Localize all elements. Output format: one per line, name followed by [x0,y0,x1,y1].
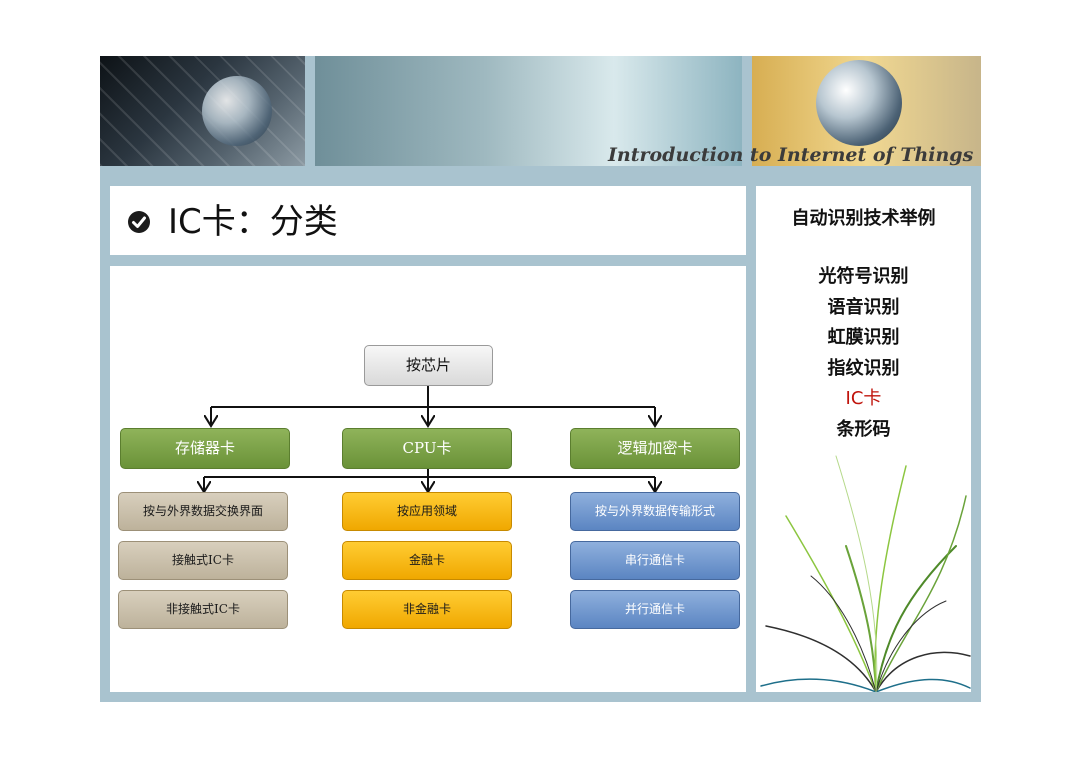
globe-image [202,76,272,146]
root-node: 按芯片 [364,345,493,386]
subcategory-node: 并行通信卡 [570,590,740,629]
sidebar-item: 条形码 [836,418,891,440]
banner-image [315,56,742,166]
sidebar-item: 虹膜识别 [827,327,900,348]
sidebar-item: 指纹识别 [827,357,900,379]
sidebar-panel: 自动识别技术举例 光符号识别语音识别虹膜识别指纹识别 IC卡条形码 [756,186,971,692]
category-node: 存储器卡 [120,428,290,469]
sidebar-list: 光符号识别语音识别虹膜识别指纹识别 IC卡条形码 [756,262,971,445]
diagram-connectors [100,386,981,702]
slide: Introduction to Internet of Things IC卡：分… [100,56,981,702]
category-node: 逻辑加密卡 [570,428,740,469]
sidebar-item: IC卡 [845,388,882,409]
subcategory-node: 串行通信卡 [570,541,740,580]
subcategory-node: 非接触式IC卡 [118,590,288,629]
sidebar-item: 光符号识别 [818,266,909,287]
subcategory-node: 金融卡 [342,541,512,580]
title-area: IC卡：分类 [110,186,746,255]
check-circle-icon [128,211,150,233]
page-title: IC卡：分类 [168,202,338,242]
category-node: CPU卡 [342,428,512,469]
sidebar-title: 自动识别技术举例 [791,208,936,229]
globe-image [816,60,902,146]
subcategory-node: 按与外界数据传输形式 [570,492,740,531]
header-tagline: Introduction to Internet of Things [608,144,974,166]
subcategory-node: 非金融卡 [342,590,512,629]
subcategory-node: 按与外界数据交换界面 [118,492,288,531]
subcategory-node: 按应用领域 [342,492,512,531]
tree-decoration-image [760,455,971,692]
subcategory-node: 接触式IC卡 [118,541,288,580]
sidebar-item: 语音识别 [827,296,900,318]
